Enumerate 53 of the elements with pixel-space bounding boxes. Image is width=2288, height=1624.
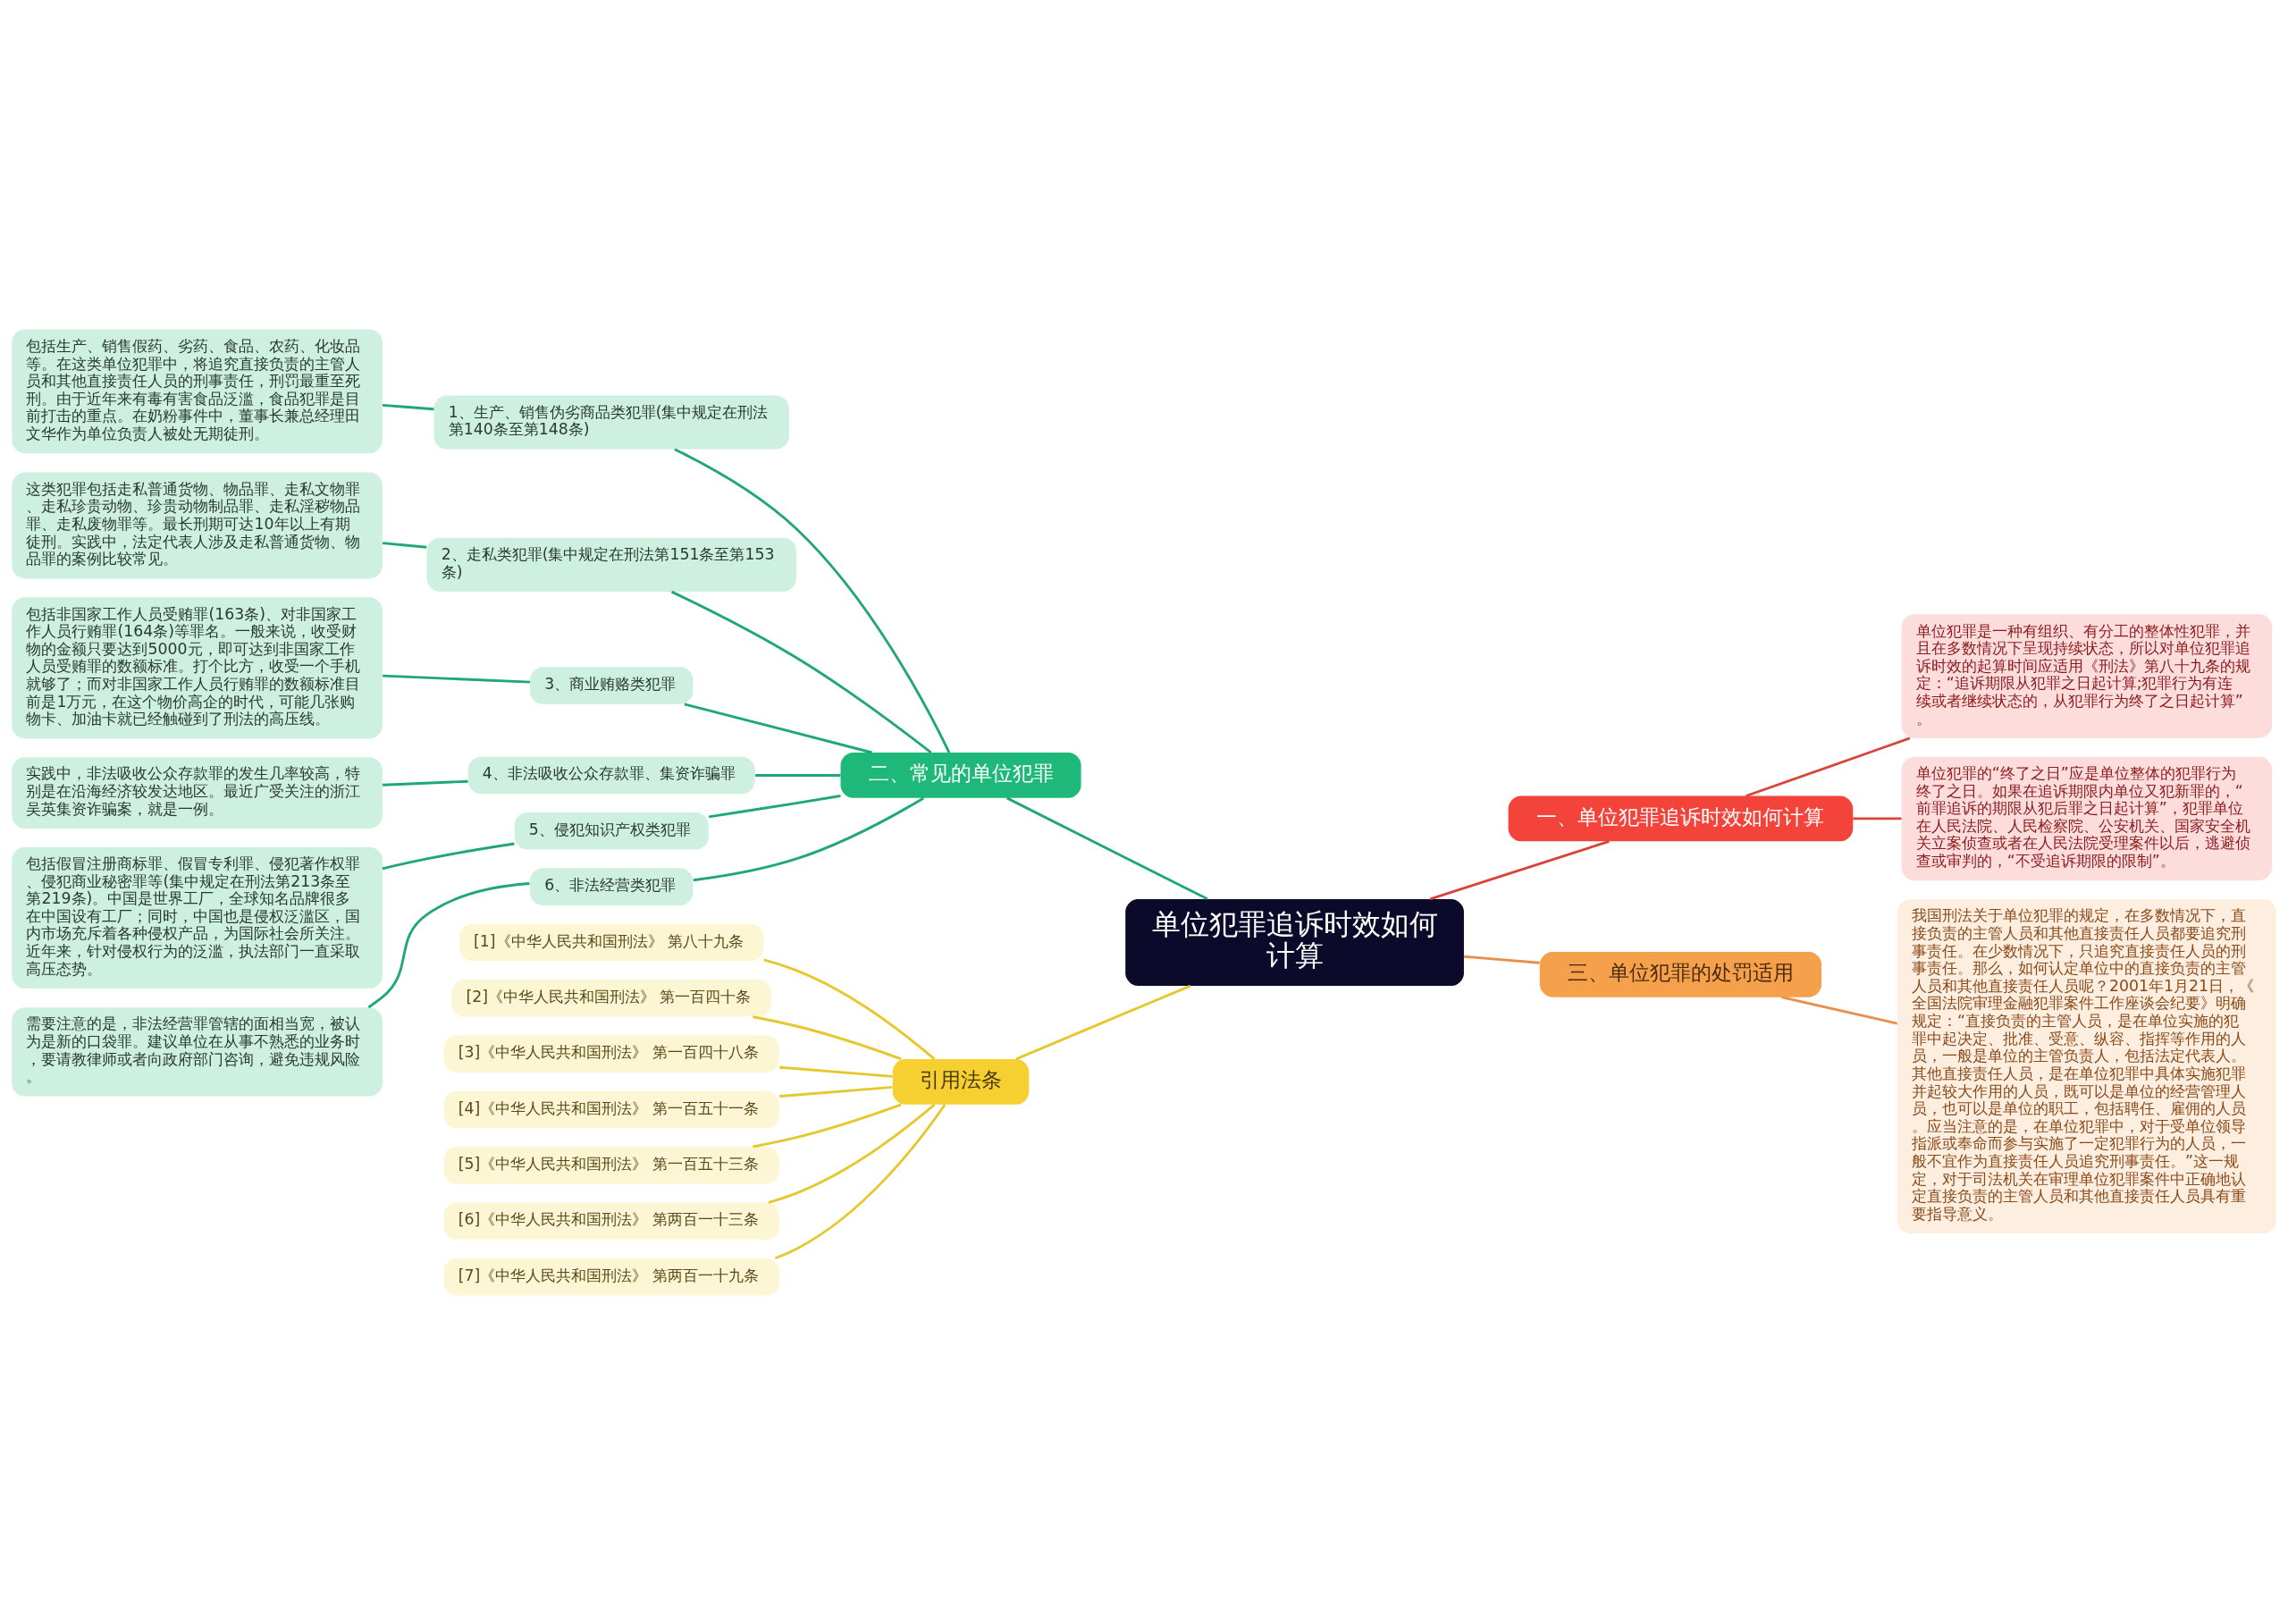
node-box: 3、商业贿赂类犯罪: [530, 666, 694, 704]
node-box: 6、非法经营类犯罪: [530, 867, 694, 905]
node-box: 这类犯罪包括走私普通货物、物品罪、走私文物罪、走私珍贵动物、珍贵动物制品罪、走私淫秽物品罪、走私废物罪等。最长刑期可达10年以上有期徒刑。实践中，法定代表人涉及走私普通货物、物品罪的案例比较常见。: [12, 472, 383, 578]
node-box: [1]《中华人民共和国刑法》 第八十九条: [458, 923, 764, 961]
node-box: 三、单位犯罪的处罚适用: [1539, 951, 1822, 997]
connector: [779, 1065, 893, 1078]
node-box: 引用法条: [892, 1058, 1030, 1105]
node-box: 一、单位犯罪追诉时效如何计算: [1508, 795, 1854, 841]
connector: [1745, 736, 1911, 797]
connector: [367, 881, 530, 1008]
connector: [383, 403, 434, 410]
connector: [684, 702, 872, 753]
connector: [1781, 995, 1897, 1024]
node-box: [6]《中华人民共和国刑法》 第两百一十三条: [443, 1201, 779, 1240]
node-box: 1、生产、销售伪劣商品类犯罪(集中规定在刑法第140条至第148条): [433, 395, 789, 450]
connector: [753, 1014, 902, 1060]
connector: [753, 1103, 902, 1148]
node-box: 4、非法吸收公众存款罪、集资诈骗罪: [467, 756, 755, 794]
connector: [768, 1103, 936, 1204]
connector: [779, 1085, 893, 1098]
connector: [670, 590, 932, 753]
node-box: [5]《中华人民共和国刑法》 第一百五十三条: [443, 1146, 779, 1184]
connector: [383, 779, 468, 787]
node-box: [2]《中华人民共和国刑法》 第一百四十条: [451, 979, 772, 1017]
connector: [1015, 984, 1191, 1060]
node-box: 实践中，非法吸收公众存款罪的发生几率较高，特别是在沿海经济较发达地区。最近广受关注的浙江吴英集资诈骗案，就是一例。: [12, 756, 383, 829]
node-box: 单位犯罪追诉时效如何计算: [1125, 898, 1464, 986]
connector: [383, 674, 531, 684]
connector: [674, 447, 951, 753]
connector: [1853, 817, 1902, 820]
connector: [1006, 796, 1208, 900]
connector: [763, 958, 936, 1060]
node-box: 包括生产、销售假药、劣药、食品、农药、化妆品等。在这类单位犯罪中，将追究直接负责的主管人员和其他直接责任人员的刑事责任，刑罚最重至死刑。由于近年来有毒有害食品泛滥，食品犯罪是目前打击的重点。在奶粉事件中，董事长兼总经理田文华作为单位负责人被处无期徒刑。: [12, 329, 383, 453]
connector: [1429, 839, 1610, 900]
connector: [755, 773, 841, 777]
node-box: 2、走私类犯罪(集中规定在刑法第151条至第153条): [426, 537, 796, 592]
node-box: 需要注意的是，非法经营罪管辖的面相当宽，被认为是新的口袋罪。建议单位在从事不熟悉的业务时，要请教律师或者向政府部门咨询，避免违规风险。: [12, 1006, 383, 1097]
connector: [774, 1103, 946, 1259]
connector: [708, 794, 841, 818]
node-box: 5、侵犯知识产权类犯罪: [514, 812, 709, 850]
node-box: 单位犯罪的“终了之日”应是单位整体的犯罪行为终了之日。如果在追诉期限内单位又犯新罪的，“前罪追诉的期限从犯后罪之日起计算”，犯罪单位在人民法院、人民检察院、公安机关、国家安全机关立案侦查或者在人民法院受理案件以后，逃避侦查或审判的，“不受追诉期限的限制”。: [1901, 756, 2273, 880]
connector: [382, 541, 427, 549]
connector: [382, 842, 515, 870]
node-box: 包括假冒注册商标罪、假冒专利罪、侵犯著作权罪、侵犯商业秘密罪等(集中规定在刑法第213条至第219条)。中国是世界工厂，全球知名品牌很多在中国设有工厂；同时，中国也是侵权泛滥区，国内市场充斥着各种侵权产品，为国际社会所关注。近年来，针对侵权行为的泛滥，执法部门一直采取高压态势。: [12, 846, 383, 989]
connector: [1464, 955, 1540, 964]
node-box: [3]《中华人民共和国刑法》 第一百四十八条: [443, 1034, 779, 1073]
node-box: [7]《中华人民共和国刑法》 第两百一十九条: [443, 1258, 779, 1295]
node-box: 包括非国家工作人员受贿罪(163条)、对非国家工作人员行贿罪(164条)等罪名。一般来说，收受财物的金额只要达到5000元，即可达到非国家工作人员受贿罪的数额标准。打个比方，收受一个手机就够了；而对非国家工作人员行贿罪的数额标准目前是1万元，在这个物价高企的时代，可能几张购物卡、加油卡就已经触碰到了刑法的高压线。: [12, 596, 383, 738]
node-box: 我国刑法关于单位犯罪的规定，在多数情况下，直接负责的主管人员和其他直接责任人员都要追究刑事责任。在少数情况下，只追究直接责任人员的刑事责任。那么，如何认定单位中的直接负责的主管人员和其他直接责任人员呢？2001年1月21日，《全国法院审理金融犯罪案件工作座谈会纪要》明确规定：“直接负责的主管人员，是在单位实施的犯罪中起决定、批准、受意、纵容、指挥等作用的人员，一般是单位的主管负责人，包括法定代表人。其他直接责任人员，是在单位犯罪中具体实施犯罪并起较大作用的人员，既可以是单位的经营管理人员，也可以是单位的职工，包括聘任、雇佣的人员。应当注意的是，在单位犯罪中，对于受单位领导指派或奉命而参与实施了一定犯罪行为的人员，一般不宜作为直接责任人员追究刑事责任。”这一规定，对于司法机关在审理单位犯罪案件中正确地认定直接负责的主管人员和其他直接责任人员具有重要指导意义。: [1897, 898, 2276, 1233]
node-box: [4]《中华人民共和国刑法》 第一百五十一条: [443, 1090, 779, 1128]
connector: [693, 796, 925, 881]
node-box: 单位犯罪是一种有组织、有分工的整体性犯罪，并且在多数情况下呈现持续状态，所以对单位犯罪追诉时效的起算时间应适用《刑法》第八十九条的规定：“追诉期限从犯罪之日起计算;犯罪行为有连续或者继续状态的，从犯罪行为终了之日起计算”。: [1901, 613, 2273, 738]
node-box: 二、常见的单位犯罪: [840, 752, 1081, 798]
